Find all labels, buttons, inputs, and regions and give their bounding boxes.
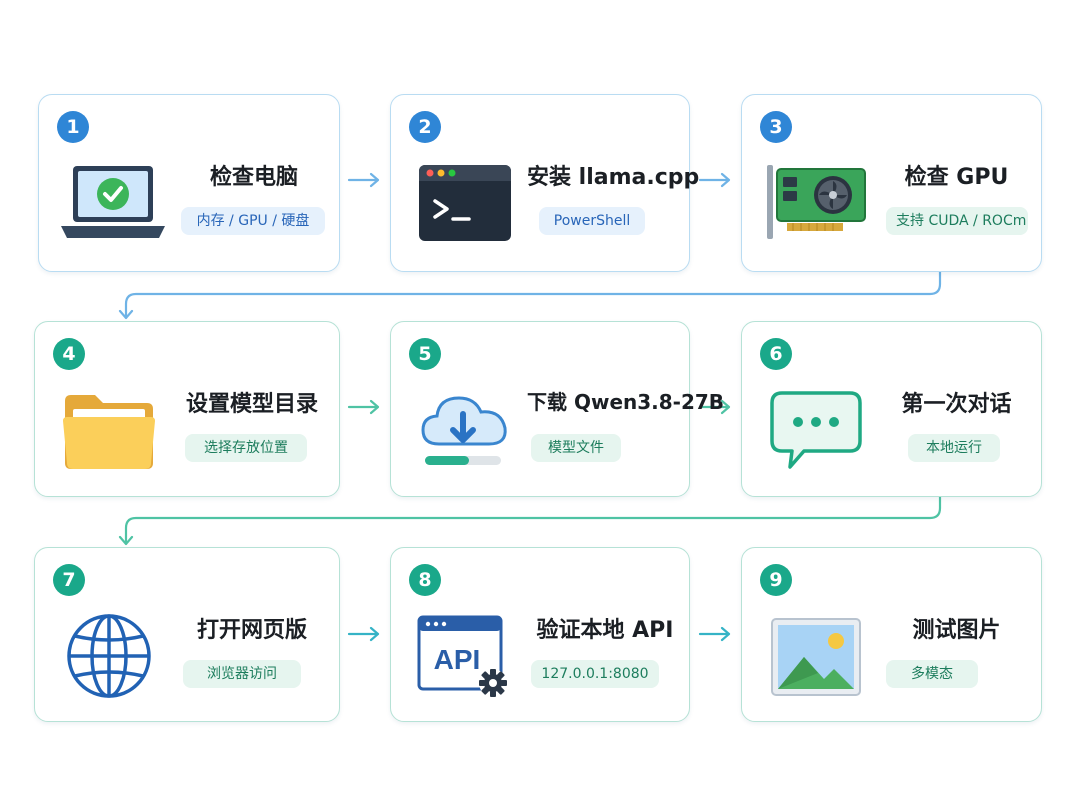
step-tag: PowerShell (539, 207, 645, 235)
step-number-badge: 5 (409, 338, 441, 370)
svg-text:API: API (434, 644, 481, 675)
arrow-4-5 (347, 399, 380, 415)
step-title: 第一次对话 (901, 392, 1012, 417)
step-number-badge: 2 (409, 111, 441, 143)
arrow-7-8 (347, 626, 380, 642)
chat-bubble-icon (758, 384, 874, 476)
step-title: 设置模型目录 (185, 392, 318, 417)
step-number-badge: 9 (760, 564, 792, 596)
globe-icon (51, 610, 167, 702)
step-title: 下载 Qwen3.8-27B (527, 390, 725, 414)
step-card-8: 8 API (390, 547, 690, 722)
step-card-5: 5 下载 Qwen3.8-27B 模型文件 (390, 321, 725, 497)
step-number-badge: 7 (53, 564, 85, 596)
api-gear-icon: API (407, 610, 523, 702)
step-card-4: 4 设置模型目录 选择存放位置 (34, 321, 340, 497)
step-number-badge: 6 (760, 338, 792, 370)
arrow-5-6 (698, 399, 731, 415)
step-tag: 选择存放位置 (185, 434, 307, 462)
step-number-badge: 4 (53, 338, 85, 370)
step-number-badge: 8 (409, 564, 441, 596)
step-tag: 多模态 (886, 660, 978, 688)
laptop-check-icon (55, 157, 171, 249)
terminal-icon (407, 157, 523, 249)
step-card-7: 7 打开网页版 浏览器访问 (34, 547, 340, 722)
arrow-2-3 (698, 172, 731, 188)
cloud-download-icon (407, 384, 523, 476)
step-tag: 127.0.0.1:8080 (531, 660, 659, 688)
step-title: 安装 llama.cpp (527, 165, 700, 190)
step-title: 打开网页版 (196, 618, 307, 643)
step-card-3: 3 检查 GPU 支持 CUDA / ROCm (741, 94, 1042, 272)
step-tag: 支持 CUDA / ROCm (886, 207, 1028, 235)
step-number-badge: 3 (760, 111, 792, 143)
arrow-1-2 (347, 172, 380, 188)
folder-icon (51, 384, 167, 476)
connector-6-7 (118, 494, 942, 546)
step-tag: 浏览器访问 (183, 660, 301, 688)
connector-3-4 (118, 270, 942, 320)
step-card-1: 1 检查电脑 内存 / GPU / 硬盘 (38, 94, 340, 272)
step-tag: 模型文件 (531, 434, 621, 462)
step-card-2: 2 安装 llama.cpp PowerShell (390, 94, 700, 272)
step-tag: 本地运行 (908, 434, 1000, 462)
step-title: 验证本地 API (536, 618, 674, 643)
step-title: 检查电脑 (209, 165, 298, 190)
step-card-9: 9 测试图片 多模态 (741, 547, 1042, 722)
image-icon (758, 610, 874, 702)
step-tag: 内存 / GPU / 硬盘 (181, 207, 325, 235)
arrow-8-9 (698, 626, 731, 642)
step-card-6: 6 第一次对话 本地运行 (741, 321, 1042, 497)
gpu-card-icon (758, 157, 874, 249)
step-title: 测试图片 (912, 618, 1001, 643)
step-number-badge: 1 (57, 111, 89, 143)
step-title: 检查 GPU (904, 165, 1009, 190)
